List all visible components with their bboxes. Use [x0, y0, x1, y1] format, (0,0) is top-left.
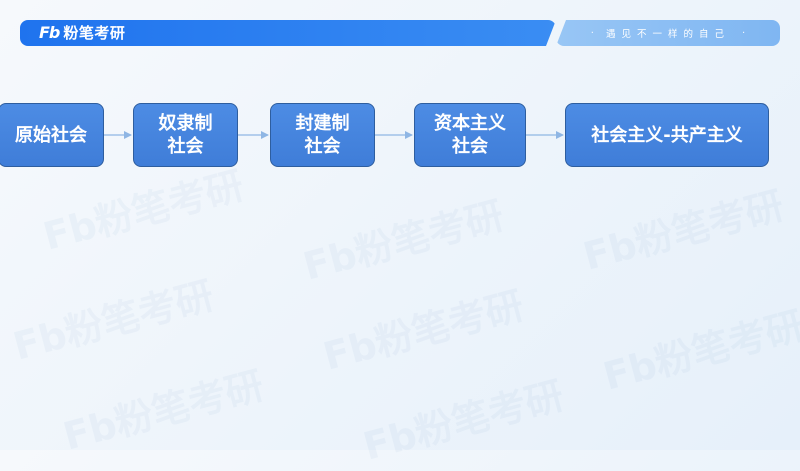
watermark: Fb粉笔考研 [598, 303, 800, 399]
watermark: Fb粉笔考研 [318, 283, 529, 379]
slogan-dot-right: · [742, 27, 746, 39]
logo-mark-icon: Fb [39, 23, 60, 42]
watermark: Fb粉笔考研 [578, 183, 789, 279]
header-bar: Fb 粉笔考研 [20, 20, 556, 46]
watermark: Fb粉笔考研 [358, 373, 569, 469]
stage-slave-society: 奴隶制 社会 [133, 103, 238, 167]
stage-feudal-society: 封建制 社会 [270, 103, 375, 167]
brand-logo: Fb 粉笔考研 [39, 24, 125, 42]
stage-capitalist-society: 资本主义 社会 [414, 103, 526, 167]
slogan-text: 遇见不一样的自己 [605, 29, 730, 40]
slogan-dot-left: · [590, 27, 594, 39]
flow-arrows [104, 131, 564, 139]
watermark: Fb粉笔考研 [8, 273, 219, 369]
slogan-banner: · 遇见不一样的自己 · [556, 20, 780, 46]
stage-socialist-communist: 社会主义-共产主义 [565, 103, 769, 167]
watermark: Fb粉笔考研 [38, 163, 249, 259]
logo-text: 粉笔考研 [63, 24, 126, 42]
stage-primitive-society: 原始社会 [0, 103, 104, 167]
watermark: Fb粉笔考研 [58, 363, 269, 459]
watermark: Fb粉笔考研 [298, 193, 509, 289]
